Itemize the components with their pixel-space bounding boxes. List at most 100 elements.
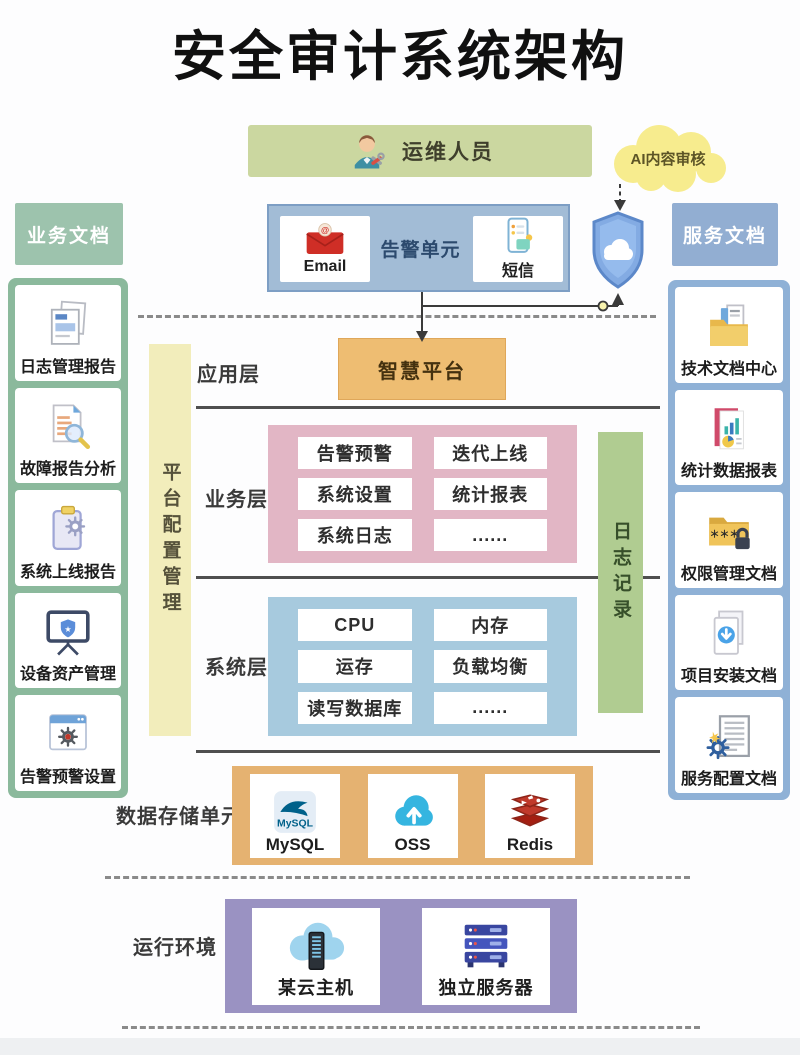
system-chip: 运存 xyxy=(298,650,412,683)
log-record-bar: 日志记录 xyxy=(598,432,643,713)
doc-card-label: 项目安装文档 xyxy=(680,668,777,686)
business-layer-label: 业务层 xyxy=(205,489,268,511)
right-sidebar: 技术文档中心 统计数据报表 ＊＊＊ 权限管理文档 xyxy=(668,280,790,800)
business-chip: ...... xyxy=(433,519,547,551)
left-sidebar: 日志管理报告 故障报告分析 系统上线报告 xyxy=(8,278,128,798)
doc-card-stats-report: 统计数据报表 xyxy=(675,389,783,486)
doc-card-asset-mgmt: ★ 设备资产管理 xyxy=(15,592,121,689)
separator-system-storage xyxy=(196,750,660,753)
doc-card-service-config: 服务配置文档 xyxy=(675,697,783,793)
smart-platform-box: 智慧平台 xyxy=(338,338,506,400)
runtime-card-label: 某云主机 xyxy=(278,977,354,998)
service-config-icon xyxy=(706,715,750,760)
doc-card-label: 设备资产管理 xyxy=(19,666,116,684)
doc-card-fault-analysis: 故障报告分析 xyxy=(15,387,121,484)
svg-text:@: @ xyxy=(321,225,329,235)
doc-card-label: 服务配置文档 xyxy=(680,770,777,788)
system-chip: 读写数据库 xyxy=(298,691,412,724)
asset-mgmt-icon: ★ xyxy=(46,610,90,656)
log-report-icon xyxy=(50,300,87,345)
runtime-card-cloud-host: 某云主机 xyxy=(252,907,380,1005)
doc-card-label: 系统上线报告 xyxy=(19,563,116,581)
mysql-icon: MySQL xyxy=(274,790,316,833)
runtime-card-label: 独立服务器 xyxy=(438,977,534,998)
ai-review-cloud: AI内容审核 xyxy=(603,118,733,200)
left-sidebar-header: 业务文档 xyxy=(15,203,123,265)
storage-card-mysql: MySQL MySQL xyxy=(250,773,340,858)
right-sidebar-header: 服务文档 xyxy=(672,203,778,266)
business-chip: 统计报表 xyxy=(433,478,547,510)
storage-card-label: OSS xyxy=(394,834,431,854)
ai-review-label: AI内容审核 xyxy=(630,151,706,168)
system-chip: 内存 xyxy=(433,609,547,642)
separator-dashed-bottom xyxy=(122,1026,700,1029)
application-layer-label: 应用层 xyxy=(197,364,260,386)
storage-unit-box: MySQL MySQL OSS xyxy=(232,766,593,865)
email-label: Email xyxy=(303,258,347,275)
runtime-card-server: 独立服务器 xyxy=(422,907,550,1005)
separator-dashed-storage xyxy=(105,876,690,879)
doc-card-label: 告警预警设置 xyxy=(19,768,116,786)
storage-card-label: MySQL xyxy=(265,834,325,854)
cloud-icon xyxy=(614,125,726,192)
business-chip: 系统日志 xyxy=(298,519,412,551)
business-layer-box: 告警预警 迭代上线 系统设置 统计报表 系统日志 ...... xyxy=(268,425,577,563)
separator-app-business xyxy=(196,406,660,409)
tech-docs-icon xyxy=(710,304,748,346)
separator-dashed-top xyxy=(138,315,656,318)
oss-icon xyxy=(394,794,433,826)
system-layer-label: 系统层 xyxy=(205,657,268,679)
svg-text:＊＊＊: ＊＊＊ xyxy=(710,528,740,540)
shield-badge xyxy=(589,210,647,297)
doc-card-tech-center: 技术文档中心 xyxy=(675,287,783,383)
doc-card-label: 技术文档中心 xyxy=(680,360,777,378)
doc-card-launch-report: 系统上线报告 xyxy=(15,490,121,586)
alert-unit-label: 告警单元 xyxy=(380,239,461,261)
sms-label: 短信 xyxy=(501,263,534,280)
cloud-host-icon xyxy=(289,922,345,970)
email-card: @ Email xyxy=(280,216,370,282)
doc-card-install-docs: 项目安装文档 xyxy=(675,594,783,691)
fault-analysis-icon xyxy=(52,404,91,450)
platform-config-label: 平台配置管理 xyxy=(159,462,181,618)
shield-cloud-icon xyxy=(592,211,644,289)
launch-report-icon xyxy=(52,505,86,550)
alert-settings-icon xyxy=(49,714,87,751)
email-icon: @ xyxy=(306,223,344,254)
svg-text:MySQL: MySQL xyxy=(277,818,314,829)
business-chip: 系统设置 xyxy=(298,478,412,510)
doc-card-label: 权限管理文档 xyxy=(680,565,777,583)
platform-config-bar: 平台配置管理 xyxy=(149,344,191,736)
sms-card: 短信 xyxy=(473,216,563,282)
doc-card-label: 故障报告分析 xyxy=(19,461,116,479)
install-docs-icon xyxy=(713,610,744,656)
permission-docs-icon: ＊＊＊ xyxy=(709,517,750,549)
stats-report-icon xyxy=(714,408,744,450)
alert-unit-box: @ Email 告警单元 短信 xyxy=(267,204,570,292)
storage-layer-label: 数据存储单元 xyxy=(116,806,242,828)
doc-card-alert-settings: 告警预警设置 xyxy=(15,695,121,791)
doc-card-label: 统计数据报表 xyxy=(680,463,777,481)
bottom-strip xyxy=(0,1038,800,1055)
runtime-layer-label: 运行环境 xyxy=(133,937,217,959)
storage-card-oss: OSS xyxy=(367,773,458,858)
page-title: 安全审计系统架构 xyxy=(172,27,628,87)
storage-card-redis: Redis xyxy=(485,773,575,858)
operator-box: 运维人员 xyxy=(248,125,592,177)
storage-card-label: Redis xyxy=(506,834,554,854)
server-stack-icon xyxy=(464,924,508,967)
sms-icon xyxy=(507,217,533,253)
system-chip: CPU xyxy=(298,609,412,642)
system-chip: 负载均衡 xyxy=(433,650,547,683)
system-layer-box: CPU 内存 运存 负载均衡 读写数据库 ...... xyxy=(268,597,577,736)
redis-icon xyxy=(510,793,550,826)
doc-card-permission-docs: ＊＊＊ 权限管理文档 xyxy=(675,492,783,588)
runtime-env-box: 某云主机 独立服务器 xyxy=(225,899,577,1013)
doc-card-log-report: 日志管理报告 xyxy=(15,285,121,381)
separator-business-system xyxy=(196,576,660,579)
doc-card-label: 日志管理报告 xyxy=(19,358,116,376)
operator-label: 运维人员 xyxy=(402,141,494,164)
log-record-label: 日志记录 xyxy=(610,520,631,625)
worker-icon xyxy=(354,135,385,169)
